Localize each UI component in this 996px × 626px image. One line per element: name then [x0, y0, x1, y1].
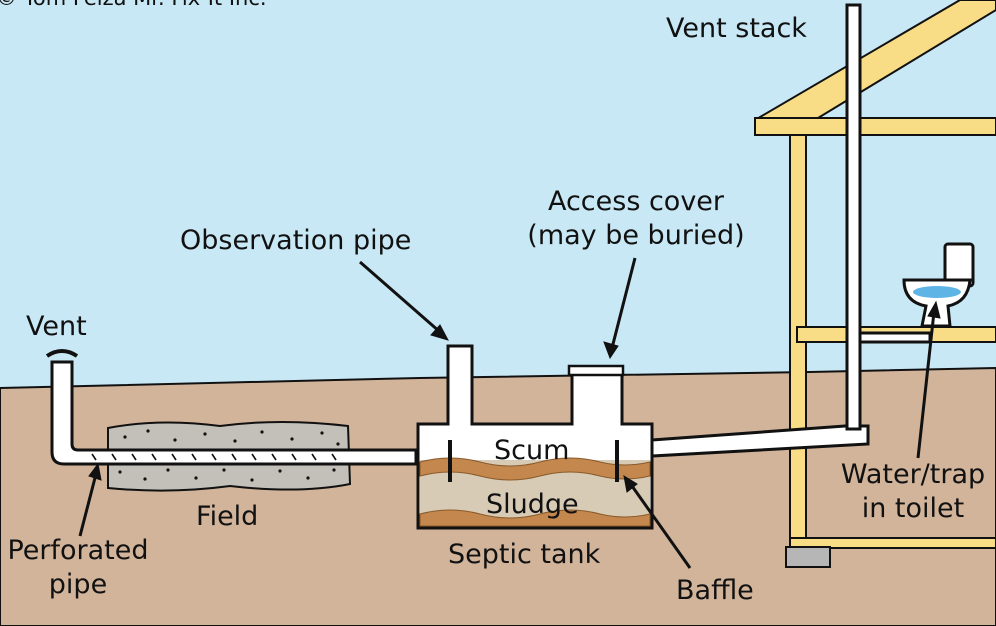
label-access-cover-line1: Access cover — [547, 186, 725, 217]
label-observation-pipe: Observation pipe — [180, 225, 412, 256]
toilet — [902, 242, 975, 328]
label-access-cover-line2: (may be buried) — [527, 220, 745, 251]
label-sludge: Sludge — [486, 489, 579, 520]
label-perforated-pipe: Perforated pipe — [0, 534, 178, 602]
label-field: Field — [196, 501, 259, 532]
label-access-cover: Access cover (may be buried) — [505, 185, 767, 253]
label-water-trap: Water/trap in toilet — [830, 458, 996, 526]
label-perforated-pipe-line1: Perforated — [7, 535, 149, 566]
vent-cap — [45, 349, 79, 358]
label-water-trap-line2: in toilet — [861, 493, 965, 524]
house-drain — [650, 3, 932, 458]
leader-arrows — [78, 257, 941, 569]
label-perforated-pipe-line2: pipe — [48, 569, 108, 600]
septic-tank — [416, 344, 654, 530]
perforated-pipe — [50, 360, 418, 466]
label-septic-tank: Septic tank — [448, 539, 601, 570]
house-footing — [785, 546, 831, 568]
label-vent-stack: Vent stack — [666, 13, 807, 44]
label-baffle: Baffle — [676, 575, 754, 606]
copyright-note: © Tom Feiza Mr. Fix-It Inc. — [0, 0, 267, 10]
label-water-trap-line1: Water/trap — [840, 459, 986, 490]
label-scum: Scum — [494, 435, 570, 466]
label-vent: Vent — [26, 311, 87, 342]
